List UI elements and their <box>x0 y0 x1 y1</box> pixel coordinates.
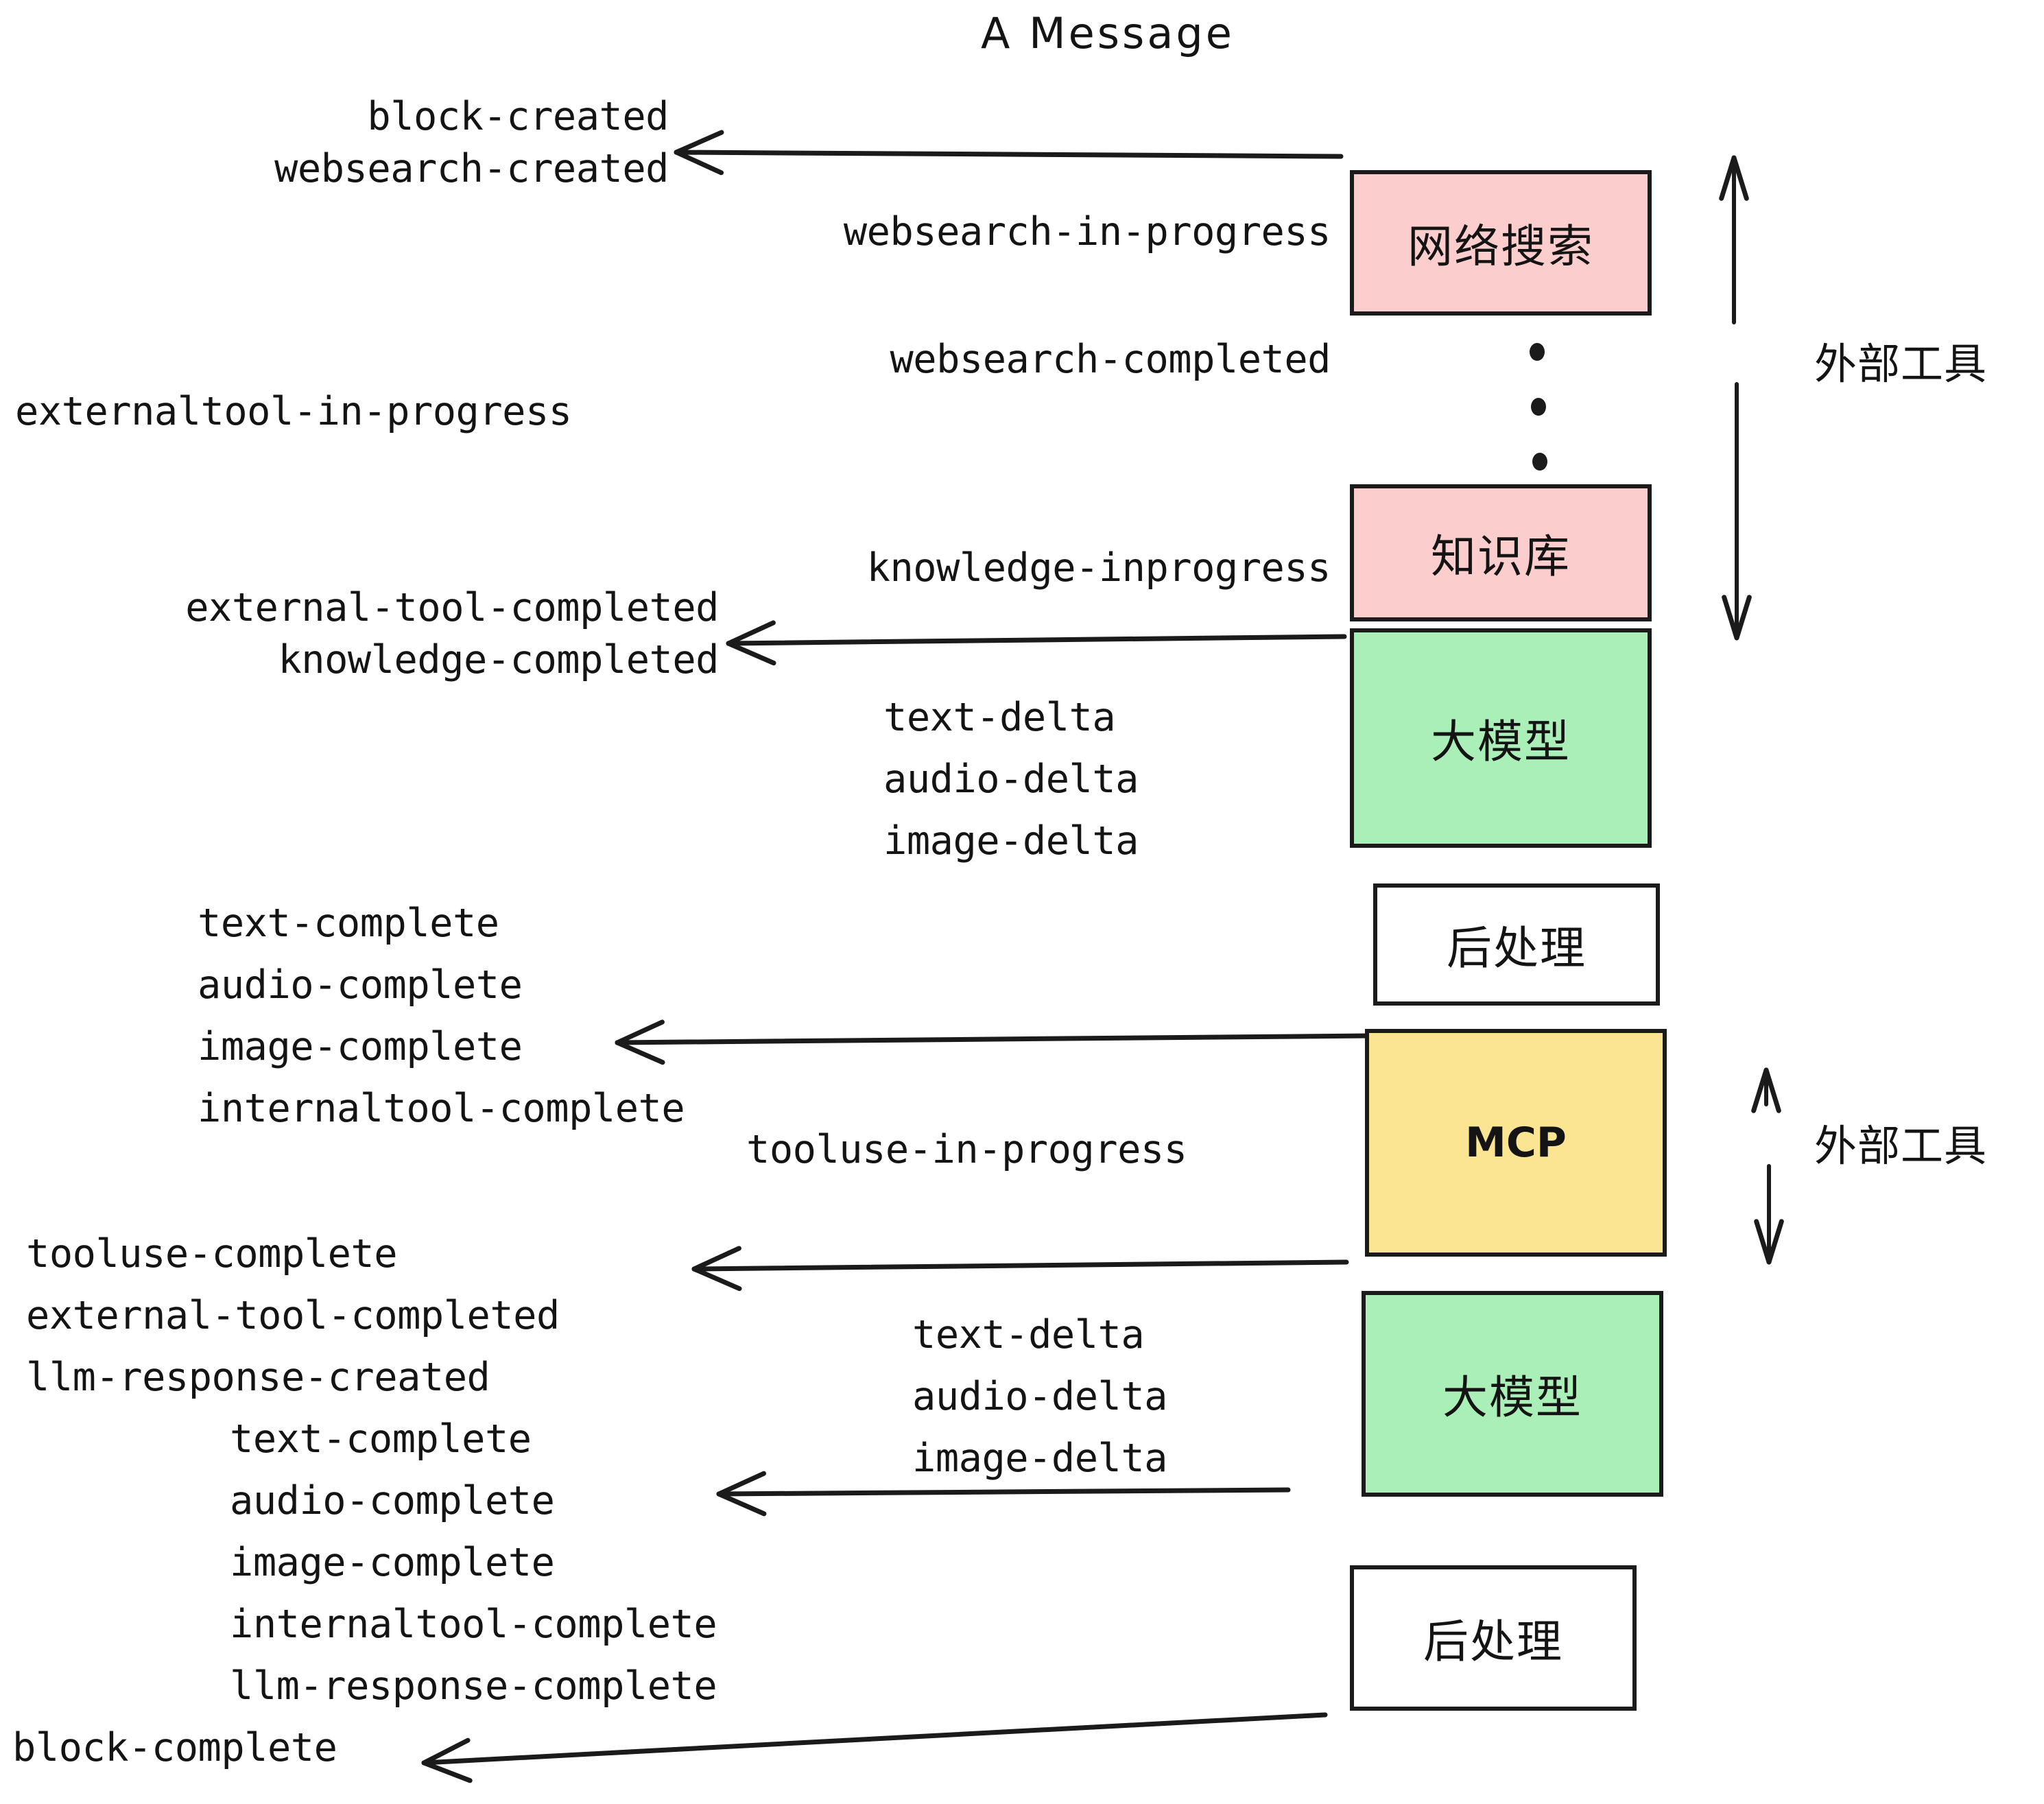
arrow-mcp-to-tooluse <box>691 1246 1349 1292</box>
event-label: audio-delta <box>883 757 1139 802</box>
ellipsis-dot <box>1530 343 1545 361</box>
event-group-external-tool-completed-group: external-tool-completed knowledge-complet… <box>0 582 719 686</box>
event-group-post-complete-group-2: text-complete audio-complete image-complet… <box>230 1413 717 1722</box>
node-knowledge[interactable]: 知识库 <box>1350 484 1652 621</box>
event-label: internaltool-complete <box>230 1602 717 1647</box>
event-label: block-created <box>367 94 669 139</box>
event-group-tooluse-complete-group: tooluse-complete external-tool-completed l… <box>26 1228 560 1413</box>
event-label: image-delta <box>912 1436 1168 1481</box>
event-label: externaltool-in-progress <box>15 389 572 434</box>
event-group-tooluse-inprogress-group: tooluse-in-progress <box>746 1124 1187 1176</box>
event-label: image-complete <box>198 1024 523 1069</box>
event-label: block-complete <box>12 1725 337 1770</box>
event-label: audio-complete <box>198 962 523 1008</box>
event-group-llm-delta-group-1: text-delta audio-delta image-delta <box>883 691 1139 877</box>
event-label: tooluse-in-progress <box>746 1127 1187 1172</box>
node-post-2[interactable]: 后处理 <box>1350 1565 1637 1711</box>
event-label: text-delta <box>912 1312 1145 1357</box>
node-label-post-2: 后处理 <box>1423 1615 1563 1668</box>
event-label: knowledge-inprogress <box>866 545 1331 591</box>
event-label: llm-response-complete <box>230 1663 717 1709</box>
arrows-group <box>421 130 1372 1783</box>
node-label-llm-1: 大模型 <box>1431 715 1571 768</box>
event-group-block-complete-group: block-complete <box>12 1722 337 1774</box>
ellipsis-dot <box>1532 453 1547 471</box>
event-label: external-tool-completed <box>185 585 719 630</box>
node-label-websearch: 网络搜索 <box>1407 220 1594 273</box>
event-group-block-created-group: block-created websearch-created <box>0 91 669 195</box>
node-label-knowledge: 知识库 <box>1431 530 1571 583</box>
node-websearch[interactable]: 网络搜索 <box>1350 170 1652 316</box>
page-title: A Message <box>981 8 1235 58</box>
event-label: internaltool-complete <box>198 1086 685 1131</box>
event-label: audio-delta <box>912 1374 1168 1419</box>
side-arrow-external-tools-bottom <box>1751 1067 1784 1265</box>
event-label: websearch-completed <box>890 337 1331 382</box>
event-group-knowledge-inprogress-group: knowledge-inprogress <box>0 542 1331 594</box>
side-arrow-external-tools-top <box>1719 155 1752 641</box>
event-label: text-delta <box>883 695 1116 740</box>
event-group-llm-delta-group-2: text-delta audio-delta image-delta <box>912 1309 1168 1494</box>
arrow-post2-to-blockcomplete <box>421 1712 1328 1783</box>
event-label: external-tool-completed <box>26 1293 560 1338</box>
arrow-post1-to-imagecomplete <box>615 1019 1372 1065</box>
node-llm-2[interactable]: 大模型 <box>1362 1291 1663 1497</box>
side-label-external-tools-bottom: 外部工具 <box>1814 1121 1988 1171</box>
event-label: image-complete <box>230 1540 555 1585</box>
event-label: websearch-in-progress <box>843 209 1331 254</box>
node-mcp[interactable]: MCP <box>1365 1029 1667 1257</box>
side-label-external-tools-top: 外部工具 <box>1814 339 1988 389</box>
side-arrows-group <box>1719 155 1784 1265</box>
arrow-knowledge-to-completed <box>726 620 1347 666</box>
event-label: image-delta <box>883 818 1139 864</box>
event-label: text-complete <box>230 1416 532 1462</box>
node-llm-1[interactable]: 大模型 <box>1350 628 1652 848</box>
node-label-llm-2: 大模型 <box>1442 1371 1582 1424</box>
event-label: tooluse-complete <box>26 1231 398 1277</box>
event-label: audio-complete <box>230 1478 555 1523</box>
event-group-externaltool-progress-group: externaltool-in-progress <box>15 385 572 438</box>
event-group-websearch-progress-group: websearch-in-progress websearch-completed <box>0 206 1331 461</box>
node-label-mcp: MCP <box>1465 1119 1567 1167</box>
event-label: websearch-created <box>274 146 669 191</box>
event-group-post-complete-group-1: text-complete audio-complete image-complet… <box>198 897 685 1144</box>
node-label-post-1: 后处理 <box>1447 922 1587 975</box>
node-post-1[interactable]: 后处理 <box>1373 883 1660 1006</box>
event-label: knowledge-completed <box>278 637 719 683</box>
ellipsis-dot <box>1531 398 1546 416</box>
arrow-websearch-to-blockcreated <box>674 130 1344 176</box>
event-label: text-complete <box>198 901 499 946</box>
event-label: llm-response-created <box>26 1355 490 1400</box>
arrow-llm2-to-audiocomplete <box>716 1471 1291 1517</box>
